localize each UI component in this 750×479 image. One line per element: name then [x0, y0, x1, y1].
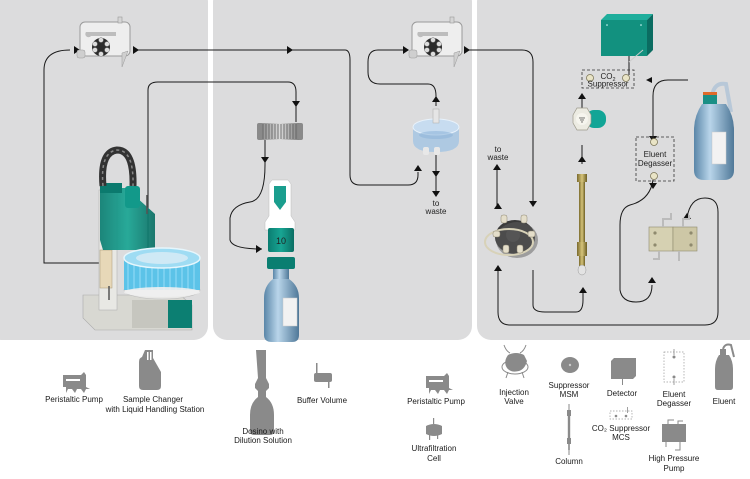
sample-changer-icon [139, 350, 161, 390]
svg-text:waste: waste [425, 207, 447, 216]
svg-text:to: to [495, 145, 502, 154]
ultrafiltration-cell-icon [426, 418, 442, 440]
svg-text:Injection: Injection [499, 388, 529, 397]
svg-text:to: to [433, 199, 440, 208]
column-icon [567, 404, 571, 455]
eluent-bottle[interactable] [694, 81, 734, 180]
svg-text:Ultrafiltration: Ultrafiltration [412, 444, 457, 453]
peristaltic-pump-icon [426, 373, 453, 394]
column[interactable] [577, 168, 587, 276]
svg-text:Peristaltic Pump: Peristaltic Pump [45, 395, 103, 404]
suppressor-msm-icon [561, 357, 579, 373]
legend-item-ultrafiltration-cell: Ultrafiltration Cell [412, 418, 457, 463]
svg-text:CO₂ Suppressor: CO₂ Suppressor [592, 424, 651, 433]
svg-text:Degasser: Degasser [657, 399, 692, 408]
injection-valve[interactable] [484, 214, 538, 258]
injection-valve-icon [501, 344, 529, 379]
svg-text:waste: waste [487, 153, 509, 162]
eluent-icon [715, 343, 735, 390]
legend-item-peristaltic-pump-2: Peristaltic Pump [407, 373, 465, 406]
svg-text:Valve: Valve [504, 397, 524, 406]
buffer-volume-icon [314, 363, 332, 388]
svg-text:Eluent: Eluent [663, 390, 686, 399]
dosino-icon [250, 350, 274, 435]
dosino-number: 10 [276, 236, 286, 246]
ultrafiltration-cell[interactable] [412, 108, 460, 155]
high-pressure-pump-icon [662, 419, 686, 451]
svg-text:High Pressure: High Pressure [649, 454, 700, 463]
panel-ion-chromatograph [477, 0, 750, 340]
svg-text:Suppressor: Suppressor [549, 381, 590, 390]
svg-text:Sample Changer: Sample Changer [123, 395, 183, 404]
co2-suppressor[interactable]: CO2 Suppressor [581, 69, 635, 89]
peristaltic-pump-1[interactable] [76, 16, 131, 68]
legend-item-buffer-volume: Buffer Volume [297, 363, 348, 405]
svg-text:Dosino with: Dosino with [242, 427, 283, 436]
svg-text:Degasser: Degasser [638, 159, 673, 168]
high-pressure-pump[interactable] [648, 213, 698, 261]
sample-changer[interactable] [82, 146, 201, 331]
to-waste-label-2: to waste [487, 145, 509, 162]
svg-text:Dilution Solution: Dilution Solution [234, 436, 292, 445]
svg-text:MSM: MSM [560, 390, 579, 399]
eluent-degasser[interactable]: Eluent Degasser [635, 136, 675, 182]
legend-item-column: Column [555, 404, 583, 466]
dosino-with-bottle[interactable]: 10 [264, 179, 299, 342]
co2-label: CO2 [600, 72, 615, 83]
to-waste-label-1: to waste [425, 199, 447, 216]
legend: Peristaltic Pump Sample Changer with Liq… [45, 343, 736, 473]
svg-text:Column: Column [555, 457, 583, 466]
legend-item-high-pressure-pump: High Pressure Pump [649, 419, 700, 473]
suppressor-msm[interactable] [572, 107, 606, 131]
svg-text:Buffer Volume: Buffer Volume [297, 396, 348, 405]
legend-item-detector: Detector [607, 358, 638, 398]
legend-item-sample-changer: Sample Changer with Liquid Handling Stat… [105, 350, 205, 414]
legend-item-injection-valve: Injection Valve [499, 344, 529, 406]
co2-suppressor-icon [609, 407, 633, 420]
svg-text:Detector: Detector [607, 389, 638, 398]
legend-item-dosino: Dosino with Dilution Solution [234, 350, 292, 445]
legend-item-peristaltic-pump-1: Peristaltic Pump [45, 372, 103, 404]
svg-text:Cell: Cell [427, 454, 441, 463]
legend-item-co2-suppressor-mcs: CO₂ Suppressor MCS [592, 407, 651, 442]
peristaltic-pump-2[interactable] [408, 16, 463, 68]
detector[interactable] [601, 14, 653, 63]
svg-text:Eluent: Eluent [644, 150, 667, 159]
svg-text:Peristaltic Pump: Peristaltic Pump [407, 397, 465, 406]
buffer-volume-coil[interactable] [257, 123, 303, 140]
svg-text:Suppressor: Suppressor [588, 80, 629, 89]
eluent-degasser-icon [663, 349, 685, 385]
legend-item-eluent: Eluent [713, 343, 736, 406]
tubing [43, 49, 719, 326]
svg-text:Pump: Pump [664, 464, 685, 473]
svg-text:Eluent: Eluent [713, 397, 736, 406]
svg-text:with Liquid Handling Station: with Liquid Handling Station [105, 405, 205, 414]
legend-item-suppressor-msm: Suppressor MSM [549, 357, 590, 399]
peristaltic-pump-icon [63, 372, 90, 393]
svg-text:MCS: MCS [612, 433, 630, 442]
legend-item-eluent-degasser: Eluent Degasser [657, 349, 692, 408]
detector-icon [611, 358, 636, 385]
